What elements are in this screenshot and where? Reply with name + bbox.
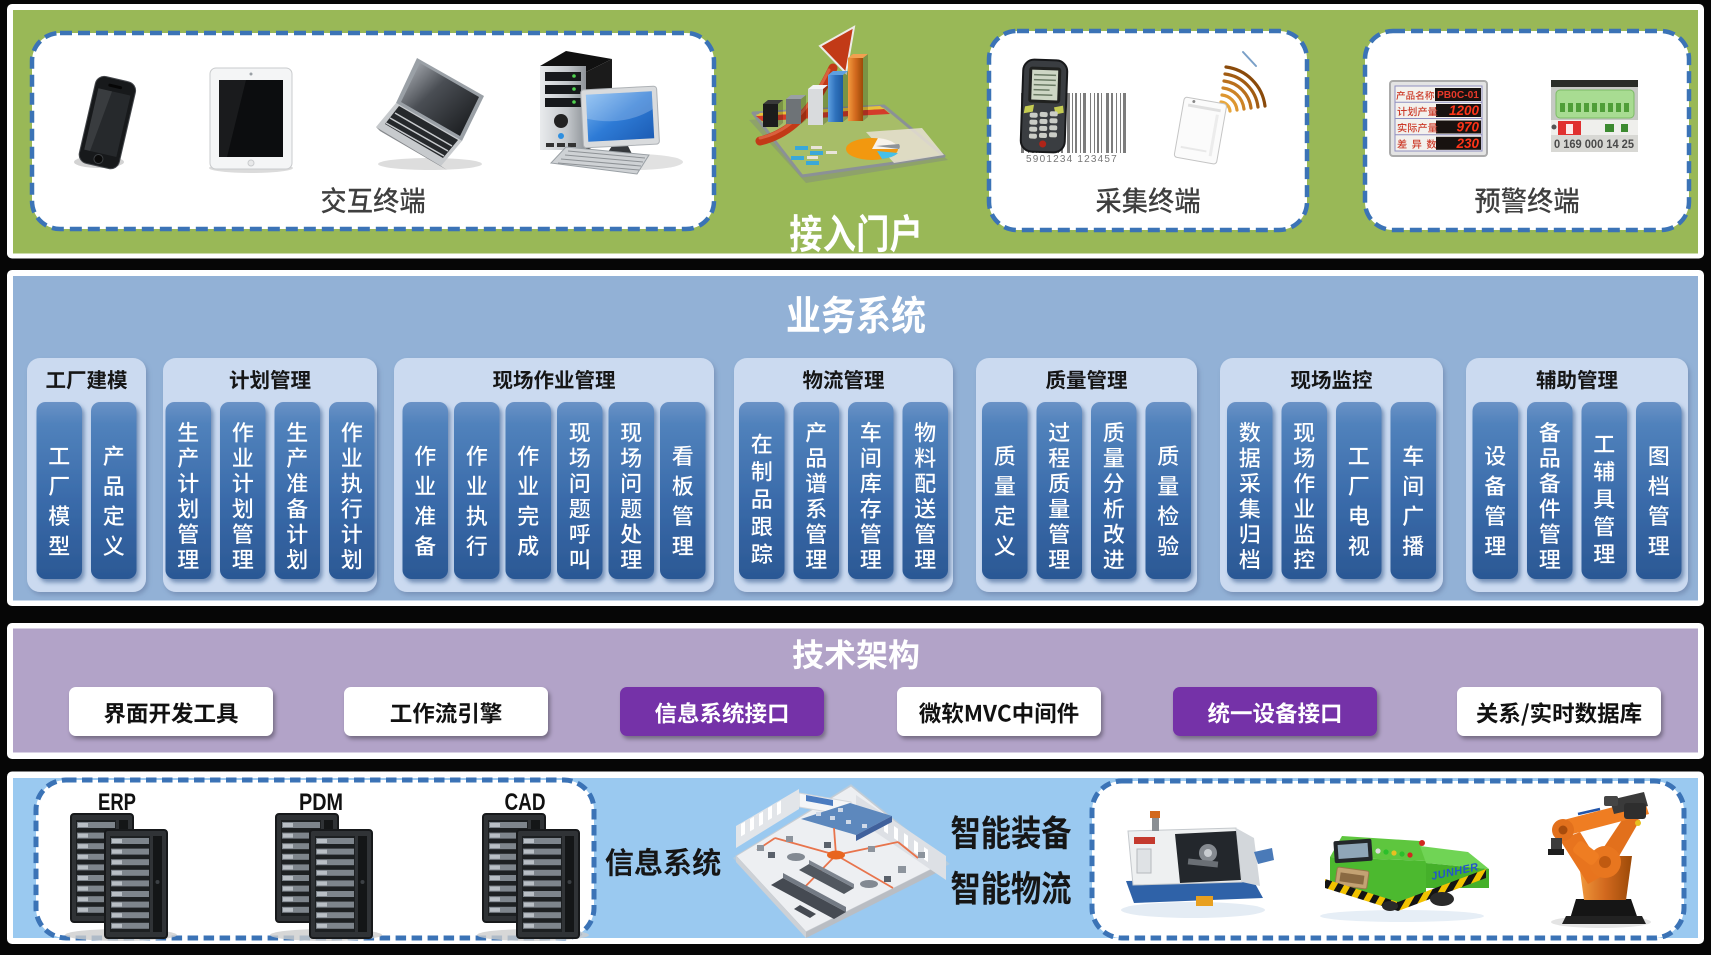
svg-text:5901234 123457: 5901234 123457 — [1026, 154, 1118, 165]
svg-text:PB0C-01: PB0C-01 — [1437, 90, 1479, 101]
svg-text:PDM: PDM — [299, 789, 343, 816]
svg-text:1200: 1200 — [1449, 103, 1480, 118]
svg-text:230: 230 — [1455, 136, 1479, 151]
svg-text:ERP: ERP — [98, 789, 136, 816]
svg-text:0 169 000 14 25: 0 169 000 14 25 — [1554, 139, 1635, 151]
svg-text:970: 970 — [1456, 120, 1479, 135]
svg-text:CAD: CAD — [505, 789, 546, 816]
